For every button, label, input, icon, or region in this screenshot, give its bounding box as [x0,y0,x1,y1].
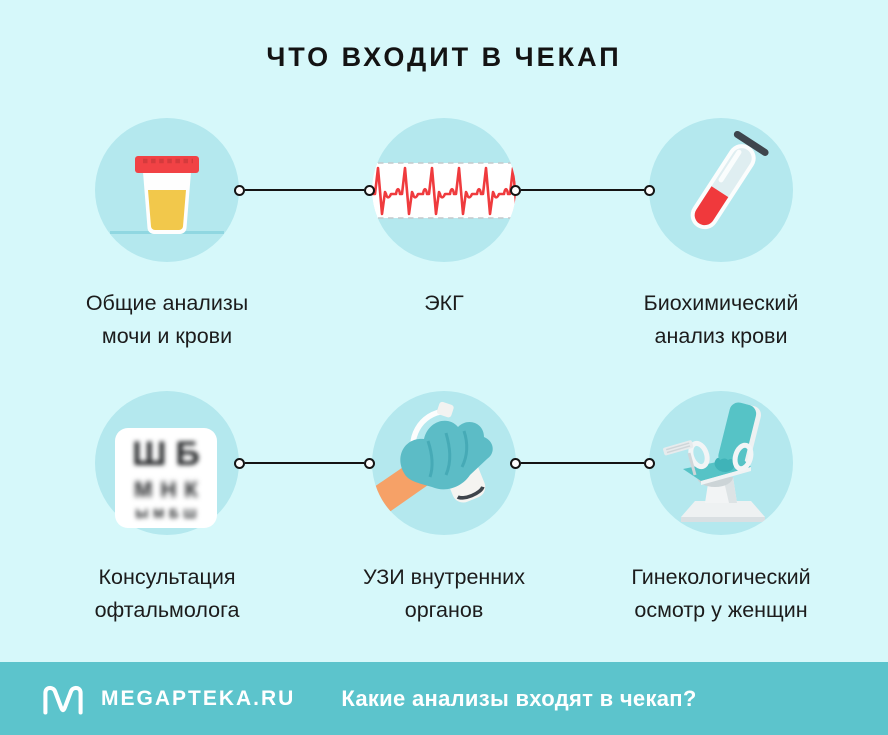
ultrasound-probe-icon [374,401,493,513]
connector-ring [234,184,245,196]
connector-ring [510,184,521,196]
stirrup-right [732,442,754,472]
urine-sample-icon [110,156,224,235]
brand-name: MEGAPTEKA.RU [101,686,296,710]
eye-chart-row-large: ШБ [132,435,209,473]
ecg-icon [372,162,516,219]
footer-bar: MEGAPTEKA.RU Какие анализы входят в чека… [0,662,888,735]
connector-line [234,184,375,196]
urine-sample-circle [95,118,239,262]
urine-liquid [148,190,186,231]
blood [694,186,729,226]
connector-ring [510,457,521,469]
label-ophthalmologist: Консультация офтальмолога [94,565,240,622]
label-gynecology: Гинекологический осмотр у женщин [631,565,811,622]
label-biochem-blood: Биохимический анализ крови [643,291,799,348]
chair-base [681,501,765,517]
ecg-trace [372,166,516,216]
connector-line [234,457,375,469]
blood-test-tube-circle [649,118,793,262]
eye-chart-row-medium: МНК [134,477,206,502]
glove [400,420,493,490]
connector-line [510,457,655,469]
cup-lid [135,156,199,173]
connector-ring [364,184,375,196]
ultrasound-circle [372,391,516,535]
chair-backrest [718,402,762,471]
eye-chart-row-small: ЫМБШ [135,506,202,521]
megapteka-logo-icon [43,685,83,715]
page-title: ЧТО ВХОДИТ В ЧЕКАП [266,42,622,72]
blood-test-tube-icon [690,130,769,230]
tube-cap [733,130,769,156]
instrument-table [663,440,694,456]
cable-plug [436,401,454,418]
gynecological-chair-icon [663,402,765,522]
ecg-circle [372,118,516,262]
connector-ring [644,457,655,469]
eye-chart-circle: ШБ МНК ЫМБШ [95,391,239,535]
tube-highlight [718,149,742,183]
connector-line [510,184,655,196]
connector-ring [644,184,655,196]
gynecological-chair-circle [649,391,793,535]
stirrup-left [688,440,710,470]
label-ecg: ЭКГ [424,291,464,315]
label-ultrasound: УЗИ внутренних органов [363,565,525,622]
connector-ring [364,457,375,469]
eye-chart-card: ШБ МНК ЫМБШ [115,428,217,528]
footer-question: Какие анализы входят в чекап? [341,685,697,711]
ecg-band [372,163,516,218]
connector-ring [234,457,245,469]
label-urine-blood-tests: Общие анализы мочи и крови [85,291,249,348]
